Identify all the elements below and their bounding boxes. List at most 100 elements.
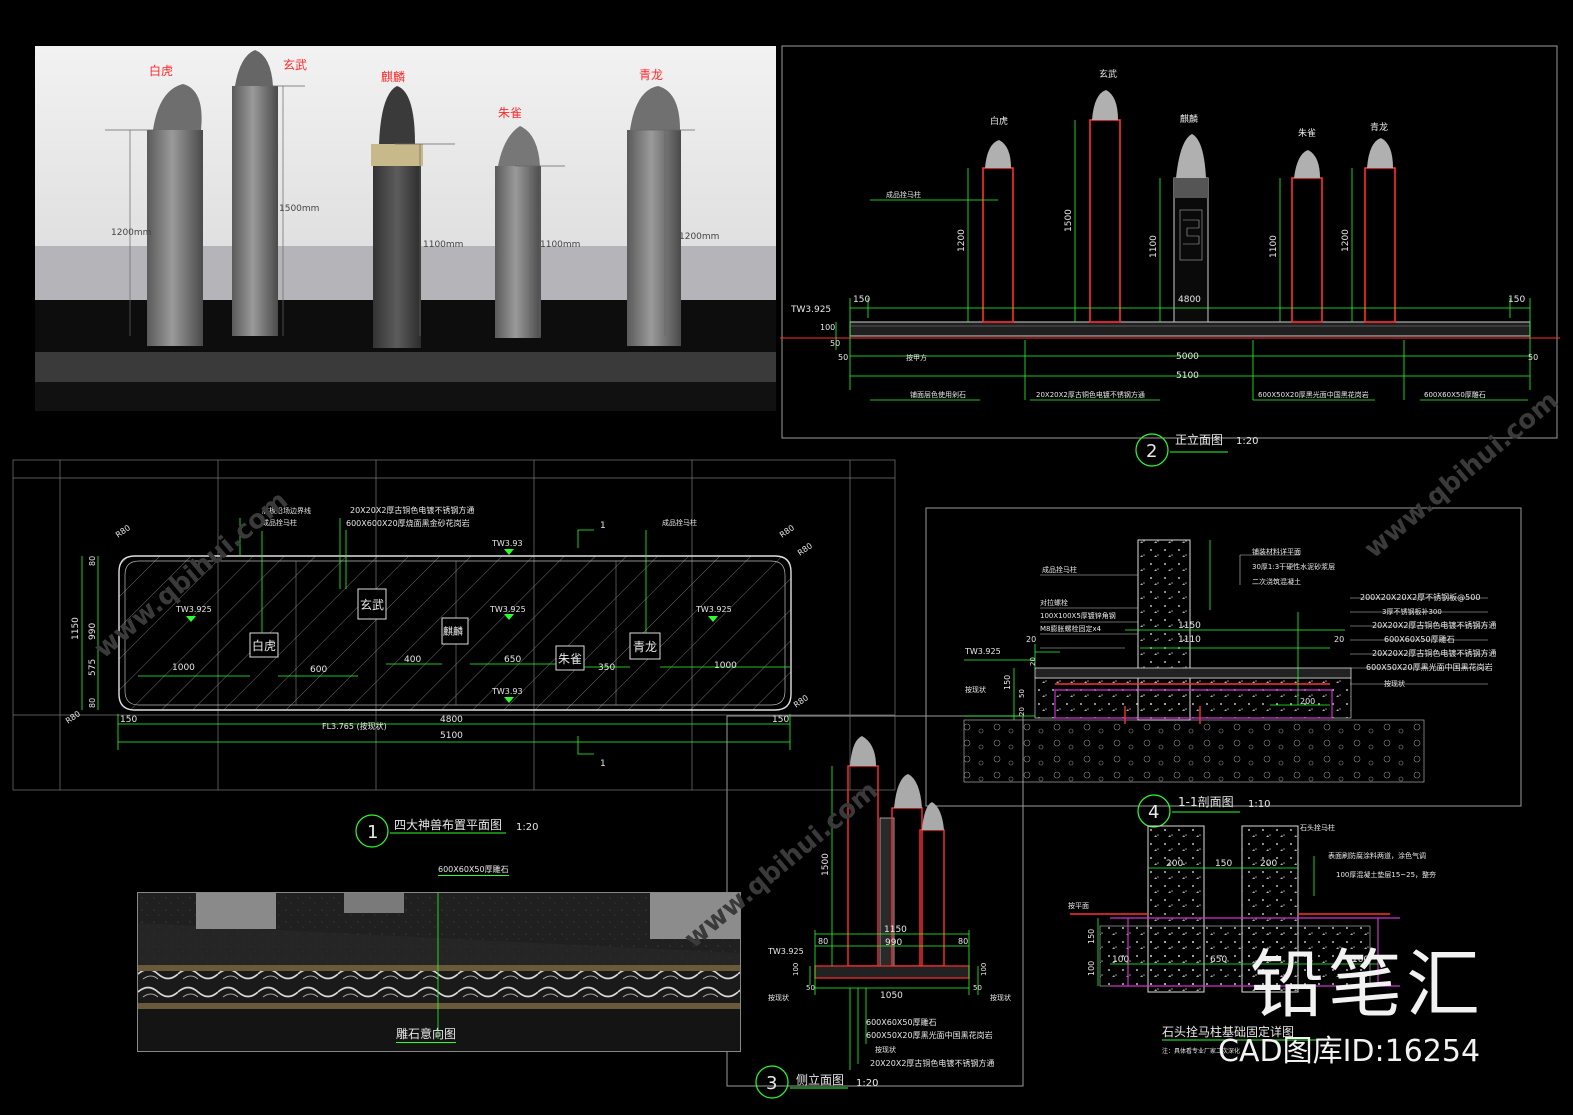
plan-label-qilin: 麒麟 xyxy=(443,625,463,638)
sec-note-l1: 对拉螺栓 xyxy=(1040,598,1068,607)
sec-note-l2: 100X100X5厚镀锌角钢 xyxy=(1040,611,1116,620)
plan-d150a: 150 xyxy=(120,715,137,725)
plan-d575: 575 xyxy=(88,659,98,676)
sec-note-r5: 20X20X2厚古铜色电镀不锈钢方通 xyxy=(1372,620,1496,630)
plan-d1000a: 1000 xyxy=(172,663,195,673)
render-height-zhuque: 1100mm xyxy=(540,240,581,250)
plan-label-xuanwu: 玄武 xyxy=(360,597,384,612)
plan-d350: 350 xyxy=(598,663,615,673)
sec-d20b: 20 xyxy=(1334,635,1344,644)
plan-r80-tr: R80 xyxy=(778,523,796,539)
fe-title: 正立面图 xyxy=(1175,432,1223,447)
sec-d1110: 1110 xyxy=(1178,635,1201,645)
fe-note-border: 按甲方 xyxy=(906,353,927,362)
sec-note-r9: 按现状 xyxy=(1384,679,1405,688)
carve-note: 600X60X50厚雕石 xyxy=(438,865,509,876)
plan-fl: FL3.765 (按现状) xyxy=(322,721,387,731)
fd-d100b: 100 xyxy=(1352,955,1369,965)
fe-note-column: 成品拴马柱 xyxy=(886,190,921,199)
plan-d80a: 80 xyxy=(88,556,97,566)
render-panel: 白虎 玄武 麒麟 朱雀 青龙 1200mm 1500mm 1100mm 1100… xyxy=(35,46,776,411)
fe-note-1: 铺面层色使用剁石 xyxy=(910,390,966,399)
render-label-qilin: 麒麟 xyxy=(381,70,406,84)
pillar-baihu xyxy=(147,84,203,346)
fe-tw: TW3.925 xyxy=(790,305,831,315)
plan-tw-right: TW3.925 xyxy=(695,605,732,614)
plan-r80-tr2: R80 xyxy=(796,541,814,557)
fe-beast-xuanwu: 玄武 xyxy=(1099,68,1117,80)
plan-note-b: 成品拴马柱 xyxy=(262,518,297,527)
fe-title-num: 2 xyxy=(1146,441,1157,462)
plan-note-e: 成品拴马柱 xyxy=(662,518,697,527)
plan-tw-top: TW3.93 xyxy=(491,539,523,548)
sec-d20c: 20 xyxy=(1029,657,1037,666)
plan-sec-mark-bottom: 1 xyxy=(600,759,606,769)
carve-scene xyxy=(138,893,740,1051)
plan-label-qinglong: 青龙 xyxy=(633,640,657,654)
fe-beast-qilin: 麒麟 xyxy=(1180,113,1198,125)
fe-h-zhuque: 1100 xyxy=(1269,235,1279,258)
fe-d50a: 50 xyxy=(830,339,840,348)
fe-beast-baihu: 白虎 xyxy=(990,115,1008,127)
side-d1050: 1050 xyxy=(880,991,903,1001)
side-right-note: 按现状 xyxy=(990,993,1011,1002)
sec-tw: TW3.925 xyxy=(964,647,1001,656)
sec-title-num: 4 xyxy=(1148,802,1159,823)
render-height-qinglong: 1200mm xyxy=(679,232,720,242)
plan: 白虎 玄武 麒麟 朱雀 青龙 xyxy=(12,459,896,848)
fe-h-baihu: 1200 xyxy=(957,229,967,252)
plan-r80-bl: R80 xyxy=(64,709,82,725)
fd-d200a: 200 xyxy=(1166,859,1183,869)
plan-label-zhuque: 朱雀 xyxy=(558,652,582,666)
sec-scale: 1:10 xyxy=(1248,799,1270,810)
sec-note-r8: 600X50X20厚黑光面中国黑花岗岩 xyxy=(1366,662,1493,672)
fe-note-3: 600X50X20厚黑光面中国黑花岗岩 xyxy=(1258,390,1369,399)
render-scene xyxy=(35,46,776,411)
render-label-qinglong: 青龙 xyxy=(639,68,664,82)
sec-d50: 50 xyxy=(1018,689,1026,698)
height-guides xyxy=(105,85,695,336)
side-scale: 1:20 xyxy=(856,1078,878,1089)
fd-d650: 650 xyxy=(1210,955,1227,965)
side-note-3: 20X20X2厚古铜色电镀不锈钢方通 xyxy=(870,1058,994,1068)
fe-note-2: 20X20X2厚古铜色电镀不锈钢方通 xyxy=(1036,390,1145,399)
fd-note-1: 100厚混凝土垫层15~25，整夯 xyxy=(1336,870,1436,879)
pillar-qilin xyxy=(371,86,423,348)
sec-d1150: 1150 xyxy=(1178,621,1201,631)
sec-note-r4: 3厚不锈钢板补300 xyxy=(1382,607,1442,616)
plan-d5100: 5100 xyxy=(440,731,463,741)
sec-note-l0: 成品拴马柱 xyxy=(1042,565,1077,574)
floor-front xyxy=(35,382,776,411)
plan-title: 四大神兽布置平面图 xyxy=(394,818,502,832)
side-d80b: 80 xyxy=(958,937,968,946)
fe-d4800: 4800 xyxy=(1178,295,1201,305)
plan-title-num: 1 xyxy=(367,822,378,843)
carved-band xyxy=(35,352,776,382)
fe-d150a: 150 xyxy=(853,295,870,305)
side-note-0: 600X60X50厚雕石 xyxy=(866,1017,937,1027)
side-title-num: 3 xyxy=(766,1073,777,1094)
side-d50: 50 xyxy=(806,984,815,992)
plan-note-c: 20X20X2厚古铜色电镀不锈钢方通 xyxy=(350,505,474,515)
sec-d20a: 20 xyxy=(1026,635,1036,644)
fe-d50c: 50 xyxy=(1528,353,1538,362)
plan-r80-tl: R80 xyxy=(114,523,132,539)
fd-label: 石头拴马柱 xyxy=(1300,823,1335,832)
fd-left-note: 按平面 xyxy=(1068,901,1089,910)
fe-beast-zhuque: 朱雀 xyxy=(1298,127,1316,139)
sec-d200: 200 xyxy=(1300,697,1315,706)
sec-note-l3: M8膨胀螺栓固定x4 xyxy=(1040,624,1102,633)
sec-d150: 150 xyxy=(1003,675,1012,690)
render-label-xuanwu: 玄武 xyxy=(283,58,308,72)
plan-tw-bottom: TW3.93 xyxy=(491,687,523,696)
fe-h-qinglong: 1200 xyxy=(1341,229,1351,252)
plan-label-baihu: 白虎 xyxy=(252,638,276,653)
fd-d100a: 100 xyxy=(1112,955,1129,965)
fe-d50b: 50 xyxy=(838,353,848,362)
fe-h-xuanwu: 1500 xyxy=(1064,209,1074,232)
plan-d990: 990 xyxy=(88,623,98,640)
side-d50b: 50 xyxy=(973,984,982,992)
fe-note-4: 600X60X50厚雕石 xyxy=(1424,390,1486,399)
plan-tw-left: TW3.925 xyxy=(175,605,212,614)
